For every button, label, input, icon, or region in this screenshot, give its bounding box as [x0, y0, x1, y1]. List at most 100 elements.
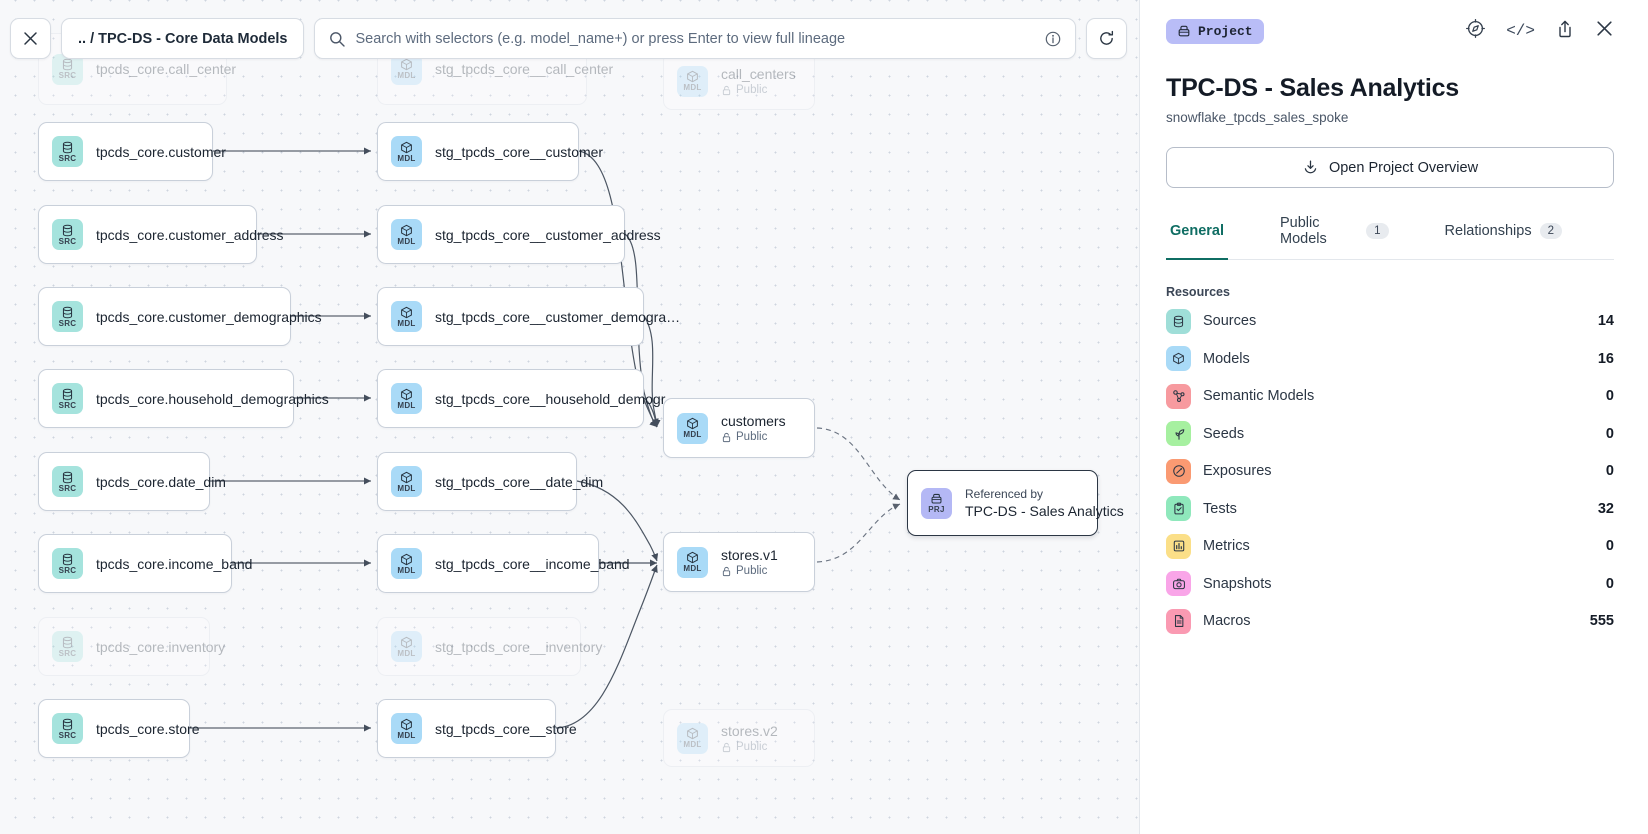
cube-icon [1166, 346, 1191, 372]
database-icon [62, 718, 73, 730]
lineage-search-box[interactable] [314, 18, 1076, 59]
node-overline: Referenced by [965, 487, 1044, 501]
seed-icon [1166, 421, 1191, 447]
node-title: tpcds_core.household_demographics [96, 390, 329, 407]
node-title: stg_tpcds_core__customer_address [435, 226, 661, 243]
project-type-chip[interactable]: Project [1166, 18, 1264, 44]
node-title: TPC-DS - Sales Analytics [965, 503, 1124, 519]
node-text: stg_tpcds_core__store [435, 721, 577, 737]
lineage-toolbar: .. / TPC-DS - Core Data Models [10, 18, 1127, 59]
lock-icon [722, 742, 731, 752]
node-type-badge-src: SRC [52, 713, 83, 744]
node-visibility: Public [721, 431, 786, 443]
node-text: tpcds_core.call_center [96, 61, 237, 77]
node-text: tpcds_core.income_band [96, 556, 252, 572]
node-type-badge-src: SRC [52, 466, 83, 497]
share-icon[interactable] [1555, 19, 1575, 44]
database-icon [62, 58, 73, 71]
file-icon [1166, 608, 1191, 634]
clipboard-check-icon [1173, 502, 1184, 515]
node-title: tpcds_core.customer_demographics [96, 308, 322, 325]
node-type-badge-src: SRC [52, 301, 83, 332]
refresh-button[interactable] [1086, 18, 1127, 59]
node-type-badge-src: SRC [52, 136, 83, 167]
breadcrumb[interactable]: .. / TPC-DS - Core Data Models [61, 18, 305, 59]
resource-count: 0 [1605, 388, 1614, 405]
lineage-node-src_household[interactable]: SRC tpcds_core.household_demographics [38, 369, 329, 428]
panel-header: Project </> [1166, 16, 1614, 46]
resource-count: 0 [1605, 463, 1614, 480]
node-visibility: Public [721, 741, 778, 753]
explore-icon[interactable] [1465, 18, 1486, 44]
code-icon[interactable]: </> [1506, 22, 1535, 40]
close-panel-icon[interactable] [1595, 19, 1614, 43]
close-lineage-button[interactable] [10, 18, 51, 59]
node-title: stores.v1 [721, 547, 778, 563]
cube-icon [401, 471, 412, 483]
node-type-badge-mdl: MDL [391, 301, 422, 332]
node-visibility: Public [721, 84, 796, 96]
bar-chart-icon [1173, 540, 1184, 552]
info-circle-icon[interactable] [1045, 31, 1061, 47]
tab-general[interactable]: General [1166, 215, 1228, 260]
node-text: stg_tpcds_core__inventory [435, 639, 602, 655]
node-title: tpcds_core.call_center [96, 61, 237, 77]
node-text: stg_tpcds_core__customer_demogra… [435, 309, 680, 325]
node-type-badge-mdl: MDL [677, 546, 708, 578]
search-input[interactable] [355, 30, 1035, 47]
node-title: stg_tpcds_core__date_dim [435, 473, 604, 490]
node-type-badge-src: SRC [52, 383, 83, 414]
page-title: TPC-DS - Sales Analytics [1166, 74, 1459, 102]
cube-icon [401, 553, 412, 565]
resource-label: Metrics [1203, 538, 1250, 555]
lineage-node-src_date_dim[interactable]: SRC tpcds_core.date_dim [38, 452, 226, 511]
cube-icon [687, 417, 698, 430]
lineage-node-mdl_stg_customer_demo[interactable]: MDL stg_tpcds_core__customer_demogra… [377, 287, 680, 346]
file-icon [1174, 615, 1183, 628]
open-project-overview-button[interactable]: Open Project Overview [1166, 147, 1614, 188]
node-title: stg_tpcds_core__household_demogr… [435, 390, 680, 407]
cube-icon [401, 306, 412, 318]
node-text: stg_tpcds_core__call_center [435, 61, 613, 77]
database-icon [62, 636, 73, 648]
node-text: Referenced by TPC-DS - Sales Analytics [965, 487, 1124, 519]
project-details-panel: Project </> [1139, 0, 1648, 834]
lineage-node-src_customer_demo[interactable]: SRC tpcds_core.customer_demographics [38, 287, 322, 346]
node-text: tpcds_core.date_dim [96, 473, 226, 490]
node-text: tpcds_core.customer_address [96, 227, 284, 243]
lineage-canvas[interactable]: .. / TPC-DS - Core Data Models [0, 0, 1139, 834]
node-text: tpcds_core.customer_demographics [96, 308, 322, 325]
node-text: stg_tpcds_core__income_band [435, 556, 630, 572]
project-icon [1178, 25, 1190, 37]
node-title: tpcds_core.date_dim [96, 473, 226, 490]
resources-heading: Resources [1166, 285, 1230, 299]
